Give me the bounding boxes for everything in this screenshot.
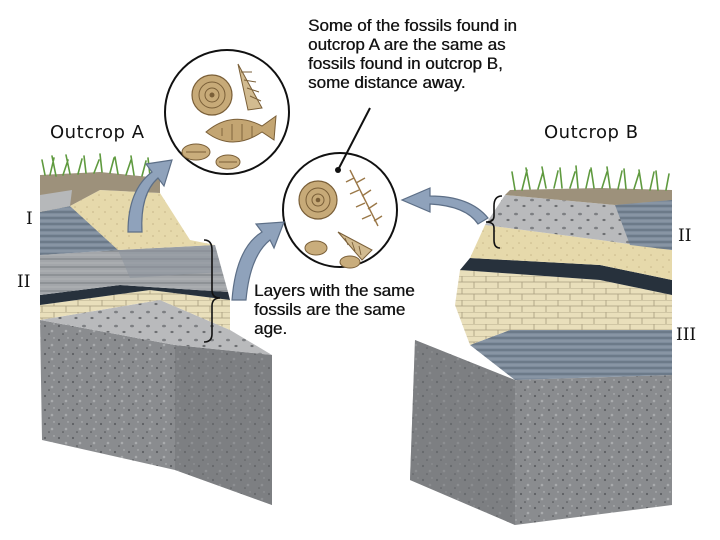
top-caption-line-1: Some of the fossils found in <box>308 16 517 35</box>
layer-label-b-upper: II <box>678 226 691 246</box>
fossil-circle-a <box>165 50 289 174</box>
outcrop-b-label: Outcrop B <box>544 122 639 143</box>
layer-label-b-lower: III <box>676 325 696 345</box>
ammonite-fossil-icon <box>192 75 232 115</box>
layer-label-a-lower: II <box>17 272 30 292</box>
middle-caption: Layers with the same fossils are the sam… <box>254 281 415 338</box>
outcrop-b-grass <box>512 166 669 190</box>
outcrop-a-base-side-texture <box>175 345 272 505</box>
top-caption-line-2: outcrop A are the same as <box>308 35 517 54</box>
outcrop-a-label: Outcrop A <box>50 122 145 143</box>
middle-caption-line-3: age. <box>254 319 415 338</box>
top-caption-line-3: fossils found in outcrop B, <box>308 54 517 73</box>
layer-label-a-upper: I <box>26 209 33 229</box>
arrow-outcrop-b-to-circle <box>402 188 488 224</box>
ammonite-fossil-icon <box>299 181 337 219</box>
outcrop-b-block <box>410 166 672 525</box>
outcrop-b-base-front <box>515 375 672 525</box>
outcrop-a-base-front <box>40 320 175 470</box>
middle-caption-line-2: fossils are the same <box>254 300 415 319</box>
outcrop-b-lower-blue <box>470 330 672 380</box>
outcrop-a-block <box>40 154 272 505</box>
top-caption: Some of the fossils found in outcrop A a… <box>308 16 517 92</box>
middle-caption-line-1: Layers with the same <box>254 281 415 300</box>
top-caption-line-4: some distance away. <box>308 73 517 92</box>
